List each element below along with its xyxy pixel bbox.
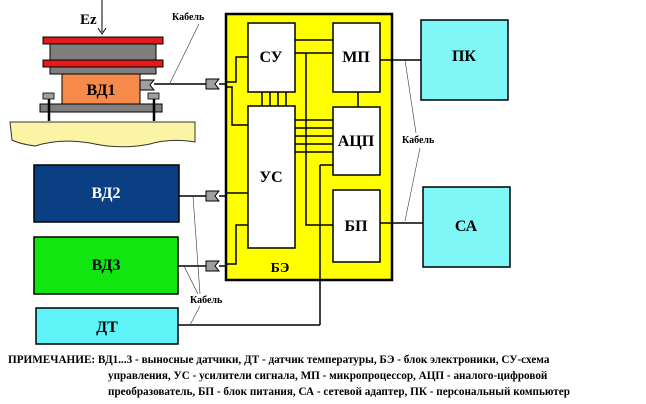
note-line-1: ПРИМЕЧАНИЕ: ВД1...3 - выносные датчики, … [8, 354, 550, 366]
cable-pointer-right-1 [404, 59, 417, 134]
adc-label: АЦП [338, 133, 375, 150]
su-label: СУ [259, 49, 282, 66]
be-label: БЭ [271, 261, 290, 276]
vd1-label: ВД1 [86, 82, 115, 99]
su-block [247, 22, 296, 93]
note-line-3: преобразователь, БП - блок питания, СА -… [108, 386, 570, 398]
bp-block [332, 189, 381, 263]
internal-wiring [219, 39, 359, 325]
pk-block [420, 19, 509, 101]
legend-note: ПРИМЕЧАНИЕ: ВД1...3 - выносные датчики, … [8, 352, 646, 400]
vd2-label: ВД2 [91, 185, 120, 202]
be-connector-3 [205, 260, 221, 272]
pk-label: ПК [452, 48, 476, 65]
cable-pointer-bottom-1 [192, 195, 201, 295]
sa-block [422, 186, 511, 268]
be-connector-2 [205, 190, 221, 202]
cable-label-right: Кабель [402, 135, 435, 146]
note-line-2: управления, УС - усилители сигнала, МП -… [108, 370, 548, 382]
cable-pointer-top [169, 23, 200, 84]
force-arrow-head [97, 27, 107, 35]
middle-plate-red [42, 59, 164, 68]
cable-pointer-bottom-3 [189, 305, 201, 326]
mp-label: МП [342, 49, 370, 66]
middle-body-gray [49, 66, 157, 75]
bp-label: БП [344, 218, 368, 235]
top-body-gray [49, 43, 157, 61]
cable-pointer-right-2 [404, 147, 421, 222]
vd2-block [33, 164, 180, 223]
vd3-label: ВД3 [91, 257, 120, 274]
cable-label-top: Кабель [172, 12, 205, 23]
mp-block [332, 22, 381, 93]
cable-label-bottom: Кабель [190, 295, 223, 306]
us-label: УС [259, 169, 282, 186]
ground-surface [9, 121, 196, 148]
force-label: Ez [80, 12, 97, 28]
vd3-block [33, 236, 179, 295]
top-plate-red [42, 36, 164, 45]
be-connector-1 [205, 78, 221, 90]
dt-label: ДТ [96, 319, 118, 336]
vd1-connector [139, 79, 156, 91]
adc-block [332, 106, 381, 176]
dt-block [35, 307, 179, 345]
cable-pointer-bottom-2 [183, 265, 199, 295]
bolt-right-head [147, 92, 160, 100]
us-block [247, 105, 296, 249]
sa-label: СА [455, 218, 478, 235]
bolt-left-head [42, 92, 55, 100]
base-plate [39, 103, 163, 113]
